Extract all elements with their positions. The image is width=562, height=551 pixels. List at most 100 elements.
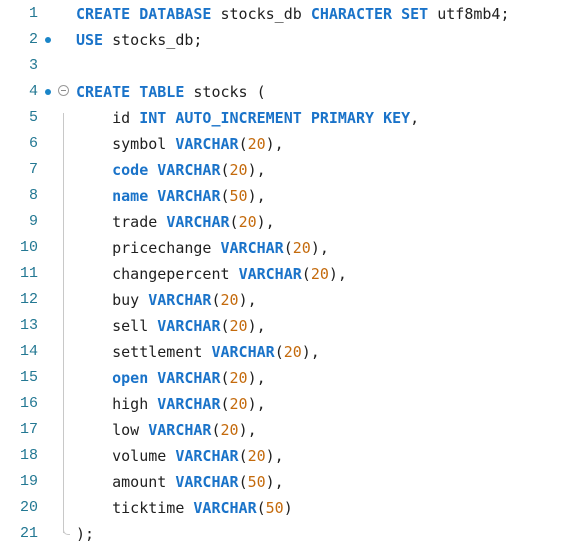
keyword-token: VARCHAR <box>166 213 230 231</box>
text-token: id <box>76 109 140 127</box>
keyword-token: VARCHAR <box>157 395 221 413</box>
text-token: ) <box>283 499 293 517</box>
text-token <box>302 109 311 127</box>
code-line[interactable]: 10 pricechange VARCHAR(20), <box>0 235 562 261</box>
keyword-token: INT <box>139 109 167 127</box>
text-token: ), <box>265 447 284 465</box>
text-token: changepercent <box>76 265 239 283</box>
code-line[interactable]: 11 changepercent VARCHAR(20), <box>0 261 562 287</box>
code-text: high VARCHAR(20), <box>76 391 266 417</box>
keyword-token: name <box>112 187 149 205</box>
text-token: stocks_db; <box>103 31 203 49</box>
keyword-token: TABLE <box>139 83 185 101</box>
keyword-token: USE <box>76 31 104 49</box>
code-line[interactable]: 13 sell VARCHAR(20), <box>0 313 562 339</box>
code-line[interactable]: 7 code VARCHAR(20), <box>0 157 562 183</box>
line-number: 19 <box>19 473 38 490</box>
code-line[interactable]: 21); <box>0 521 562 547</box>
text-token: ), <box>328 265 347 283</box>
code-line[interactable]: 5 id INT AUTO_INCREMENT PRIMARY KEY, <box>0 105 562 131</box>
text-token: ), <box>247 317 266 335</box>
code-text: open VARCHAR(20), <box>76 365 266 391</box>
text-token: ( <box>238 473 248 491</box>
text-token: sell <box>76 317 158 335</box>
text-token <box>76 369 112 387</box>
text-token: trade <box>76 213 167 231</box>
text-token: ), <box>301 343 320 361</box>
line-number: 11 <box>19 265 38 282</box>
number-token: 20 <box>247 135 266 153</box>
text-token: ( <box>211 291 221 309</box>
text-token: ( <box>274 343 284 361</box>
line-number: 5 <box>28 109 38 126</box>
keyword-token: DATABASE <box>139 5 212 23</box>
number-token: 50 <box>229 187 248 205</box>
line-number: 20 <box>19 499 38 516</box>
keyword-token: VARCHAR <box>157 187 221 205</box>
code-line[interactable]: 8 name VARCHAR(50), <box>0 183 562 209</box>
code-line[interactable]: 3 <box>0 53 562 79</box>
fold-collapse-icon[interactable] <box>58 85 69 96</box>
number-token: 20 <box>229 395 248 413</box>
text-token <box>76 161 112 179</box>
code-line[interactable]: 16 high VARCHAR(20), <box>0 391 562 417</box>
text-token: pricechange <box>76 239 221 257</box>
code-line[interactable]: 20 ticktime VARCHAR(50) <box>0 495 562 521</box>
code-line[interactable]: 15 open VARCHAR(20), <box>0 365 562 391</box>
number-token: 20 <box>310 265 329 283</box>
number-token: 20 <box>292 239 311 257</box>
code-line[interactable]: 6 symbol VARCHAR(20), <box>0 131 562 157</box>
keyword-token: VARCHAR <box>175 473 239 491</box>
code-text: CREATE DATABASE stocks_db CHARACTER SET … <box>76 1 510 27</box>
text-token: ), <box>256 213 275 231</box>
line-number: 4 <box>28 83 38 100</box>
code-line[interactable]: 14 settlement VARCHAR(20), <box>0 339 562 365</box>
text-token: ( <box>229 213 239 231</box>
keyword-token: code <box>112 161 149 179</box>
code-text: pricechange VARCHAR(20), <box>76 235 329 261</box>
line-number: 3 <box>28 57 38 74</box>
code-line[interactable]: 1 CREATE DATABASE stocks_db CHARACTER SET… <box>0 1 562 27</box>
code-line[interactable]: 17 low VARCHAR(20), <box>0 417 562 443</box>
text-token <box>130 83 139 101</box>
text-token: ( <box>211 421 221 439</box>
code-line[interactable]: 18 volume VARCHAR(20), <box>0 443 562 469</box>
code-line[interactable]: 9 trade VARCHAR(20), <box>0 209 562 235</box>
text-token <box>148 187 157 205</box>
code-text: symbol VARCHAR(20), <box>76 131 284 157</box>
code-line[interactable]: 12 buy VARCHAR(20), <box>0 287 562 313</box>
text-token: ticktime <box>76 499 194 517</box>
text-token <box>148 161 157 179</box>
code-text: ); <box>76 521 94 547</box>
number-token: 20 <box>283 343 302 361</box>
fold-guide-line <box>63 113 64 533</box>
text-token <box>148 369 157 387</box>
keyword-token: VARCHAR <box>211 343 275 361</box>
line-number: 7 <box>28 161 38 178</box>
text-token: ), <box>247 161 266 179</box>
keyword-token: VARCHAR <box>238 265 302 283</box>
keyword-token: CREATE <box>76 5 131 23</box>
text-token: , <box>410 109 420 127</box>
text-token: ( <box>220 395 230 413</box>
keyword-token: VARCHAR <box>157 317 221 335</box>
code-line[interactable]: 19 amount VARCHAR(50), <box>0 469 562 495</box>
code-text: changepercent VARCHAR(20), <box>76 261 347 287</box>
line-number: 21 <box>19 525 38 542</box>
text-token <box>130 5 139 23</box>
text-token: volume <box>76 447 176 465</box>
code-text: volume VARCHAR(20), <box>76 443 284 469</box>
text-token: settlement <box>76 343 212 361</box>
text-token: ( <box>238 135 248 153</box>
line-number: 1 <box>28 5 38 22</box>
keyword-token: open <box>112 369 149 387</box>
text-token: ( <box>256 499 266 517</box>
number-token: 20 <box>220 291 239 309</box>
code-text: ticktime VARCHAR(50) <box>76 495 293 521</box>
keyword-token: VARCHAR <box>175 135 239 153</box>
keyword-token: VARCHAR <box>193 499 257 517</box>
keyword-token: PRIMARY <box>310 109 375 127</box>
